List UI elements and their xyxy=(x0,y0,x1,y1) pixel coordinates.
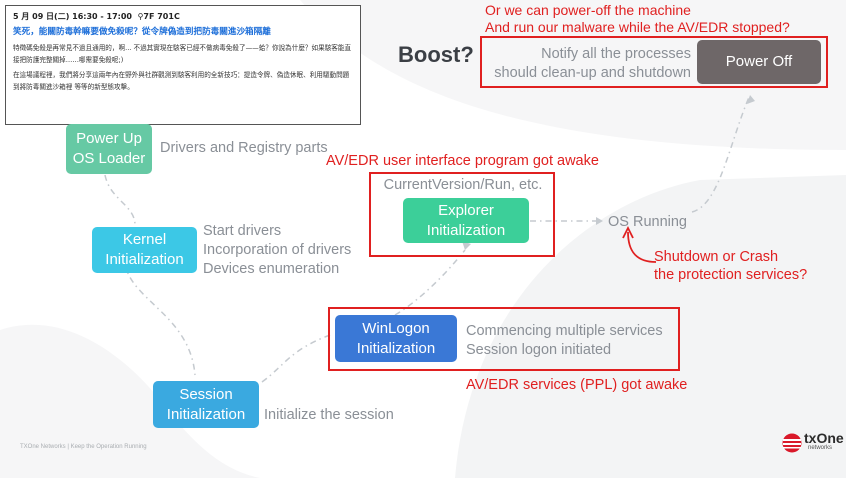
bg-shape xyxy=(0,324,260,478)
text-line: the protection services? xyxy=(654,267,808,283)
box-label: OS Loader xyxy=(72,150,146,167)
text-line: Start drivers xyxy=(203,223,282,239)
text-line: Or we can power-off the machine xyxy=(485,2,691,18)
os-running-label: OS Running xyxy=(608,214,687,230)
arrowhead xyxy=(596,217,603,225)
text-line: Devices enumeration xyxy=(203,261,340,277)
power-off-question: Or we can power-off the machine And run … xyxy=(485,2,846,36)
box-label: WinLogon xyxy=(362,319,430,337)
red-arrowhead xyxy=(622,225,634,239)
power-off-box: Power Off xyxy=(697,40,821,84)
text-line: should clean-up and shutdown xyxy=(494,65,691,81)
ppl-awake-note: AV/EDR services (PPL) got awake xyxy=(466,377,688,393)
red-highlight-box xyxy=(328,307,680,371)
arrowhead xyxy=(462,241,471,250)
red-highlight-box xyxy=(369,172,555,257)
card-datetime-row: 5 月 09 日(二) 16:30 - 17:00 ⚲7F 701C xyxy=(13,11,353,23)
logo-text: txOne xyxy=(804,430,844,446)
box-label: Explorer xyxy=(438,201,494,219)
text-line: Commencing multiple services xyxy=(466,323,663,339)
explorer-note: CurrentVersion/Run, etc. xyxy=(383,177,543,193)
txone-logo: txOne networks xyxy=(782,430,844,454)
session-info-card: 5 月 09 日(二) 16:30 - 17:00 ⚲7F 701C 笑死，能關… xyxy=(5,5,361,125)
boost-heading: Boost? xyxy=(398,42,474,67)
power-up-box: Power Up OS Loader xyxy=(66,124,152,174)
winlogon-desc: Commencing multiple services Session log… xyxy=(466,322,663,360)
footer-text: TXOne Networks | Keep the Operation Runn… xyxy=(20,444,147,450)
card-room: 7F 701C xyxy=(143,12,180,21)
power-up-desc: Drivers and Registry parts xyxy=(160,140,328,156)
arrowhead xyxy=(747,95,755,104)
box-label: Kernel xyxy=(122,231,167,248)
notify-text: Notify all the processes should clean-up… xyxy=(486,45,691,83)
ui-awake-note: AV/EDR user interface program got awake xyxy=(326,153,599,169)
logo-icon xyxy=(782,433,802,453)
box-label: Initialization xyxy=(426,221,506,239)
text-line: Session logon initiated xyxy=(466,342,612,358)
box-label: Initialization xyxy=(166,405,246,423)
text-line: Incorporation of drivers xyxy=(203,242,352,258)
card-title[interactable]: 笑死，能關防毒幹嘛要做免殺呢？從令牌偽造到把防毒關進沙箱隔離 xyxy=(13,27,271,37)
box-label: Initialization xyxy=(105,251,184,268)
box-label: Power Off xyxy=(725,53,793,70)
flow-connectors xyxy=(104,94,751,383)
red-highlight-box xyxy=(480,36,828,88)
card-datetime: 5 月 09 日(二) 16:30 - 17:00 xyxy=(13,12,132,21)
card-paragraph: 在這場議程裡，我們將分享這兩年內在野外與社群觀測到駭客利用的全新技巧：提造令牌、… xyxy=(13,71,350,91)
kernel-desc: Start drivers Incorporation of drivers D… xyxy=(203,222,351,279)
location-pin-icon: ⚲ xyxy=(137,12,144,21)
box-label: Initialization xyxy=(356,339,436,357)
session-desc: Initialize the session xyxy=(264,407,394,423)
shutdown-question: Shutdown or Crash the protection service… xyxy=(654,248,807,284)
text-line: And run our malware while the AV/EDR sto… xyxy=(485,19,790,35)
red-arrow xyxy=(627,231,657,263)
text-line: Notify all the processes xyxy=(541,46,691,62)
box-label: Power Up xyxy=(76,130,142,147)
text-line: Shutdown or Crash xyxy=(654,249,779,265)
bg-shape xyxy=(455,175,846,478)
box-label: Session xyxy=(179,385,233,403)
logo-subtext: networks xyxy=(808,445,833,451)
card-paragraph: 特徵碼免殺是再常見不過且通用的，啊... 不過其實現在駭客已經不做病毒免殺了——… xyxy=(13,44,352,64)
